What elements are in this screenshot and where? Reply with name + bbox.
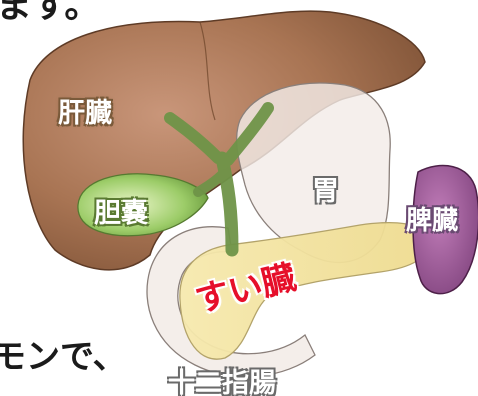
label-liver: 肝臓 — [58, 100, 112, 127]
caption-top-fragment: ます。 — [0, 0, 100, 24]
label-duodenum: 十二指腸 — [168, 370, 276, 396]
label-gallbladder: 胆嚢 — [94, 200, 148, 227]
label-stomach: 胃 — [312, 178, 339, 205]
label-spleen: 脾臓 — [406, 208, 458, 234]
caption-bottom-fragment: モンで、 — [0, 340, 127, 374]
